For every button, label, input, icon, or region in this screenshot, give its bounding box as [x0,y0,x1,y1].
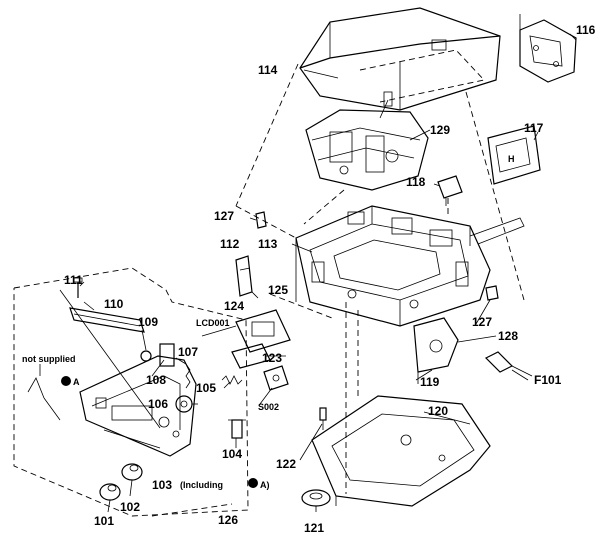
part-112-bracket [235,255,253,297]
svg-text:H: H [508,154,515,164]
part-117-board: H [487,125,541,185]
label-103-note-end: A) [260,480,270,490]
label-s002: S002 [258,402,279,412]
label-107: 107 [178,345,198,359]
label-123: 123 [262,351,282,365]
label-111: 111 [64,273,83,287]
part-118-clip [437,175,463,206]
label-119: 119 [420,375,440,389]
part-123-bracket [231,343,271,369]
part-129-mechanism [305,91,429,191]
part-127-bracket-a [255,211,267,229]
part-113-main-chassis [295,205,525,327]
part-124-lcd-plate [201,309,291,353]
label-108: 108 [146,373,166,387]
part-f101-fuse [484,351,533,377]
part-111-screw [73,277,83,298]
label-116: 116 [576,23,596,37]
label-106: 106 [148,397,168,411]
part-127-bracket-b [485,285,499,301]
label-not-supplied: not supplied [22,354,76,364]
label-104: 104 [222,447,242,461]
label-125: 125 [268,283,288,297]
label-121: 121 [304,521,324,535]
part-114-top-cover [299,7,501,111]
part-122-screw [319,407,327,430]
part-110-bar [69,307,145,333]
part-120-bottom-plate [311,395,491,507]
label-117: 117 [524,121,544,135]
part-102-knob [121,463,143,481]
label-129: 129 [430,123,450,137]
label-127-b: 127 [472,315,492,329]
part-104-knob [228,419,246,439]
label-128: 128 [498,329,518,343]
label-127-a: 127 [214,209,234,223]
part-106-gear [175,395,193,413]
part-labels: 114 116 117 118 129 127 113 112 125 124 … [22,23,596,535]
part-121-foot [301,489,331,507]
label-118: 118 [406,175,426,189]
label-marker-a: A [73,377,80,387]
label-103: 103 [152,478,172,492]
label-105: 105 [196,381,216,395]
label-102: 102 [120,500,140,514]
part-126-front-panel [79,355,197,457]
dashed-boundaries [13,63,525,517]
label-110: 110 [104,297,124,311]
part-s002-switch [263,365,289,391]
leader-lines [39,33,577,513]
label-126: 126 [218,513,238,527]
part-108-button [159,343,175,367]
label-122: 122 [276,457,296,471]
marker-a-icon [61,376,71,386]
label-120: 120 [428,404,448,418]
label-lcd001: LCD001 [196,318,230,328]
part-101-knob [99,483,121,501]
label-114: 114 [258,63,278,77]
label-124: 124 [224,299,244,313]
label-112: 112 [220,237,240,251]
label-101: 101 [94,514,114,528]
marker-a-icon-103 [248,478,258,488]
part-116-bracket [519,14,577,83]
label-103-note: (Including [180,480,223,490]
label-109: 109 [138,315,158,329]
part-not-supplied [27,377,61,421]
label-f101: F101 [534,373,562,387]
label-113: 113 [258,237,278,251]
part-105-spring [221,375,243,385]
part-119-mount [413,317,459,384]
